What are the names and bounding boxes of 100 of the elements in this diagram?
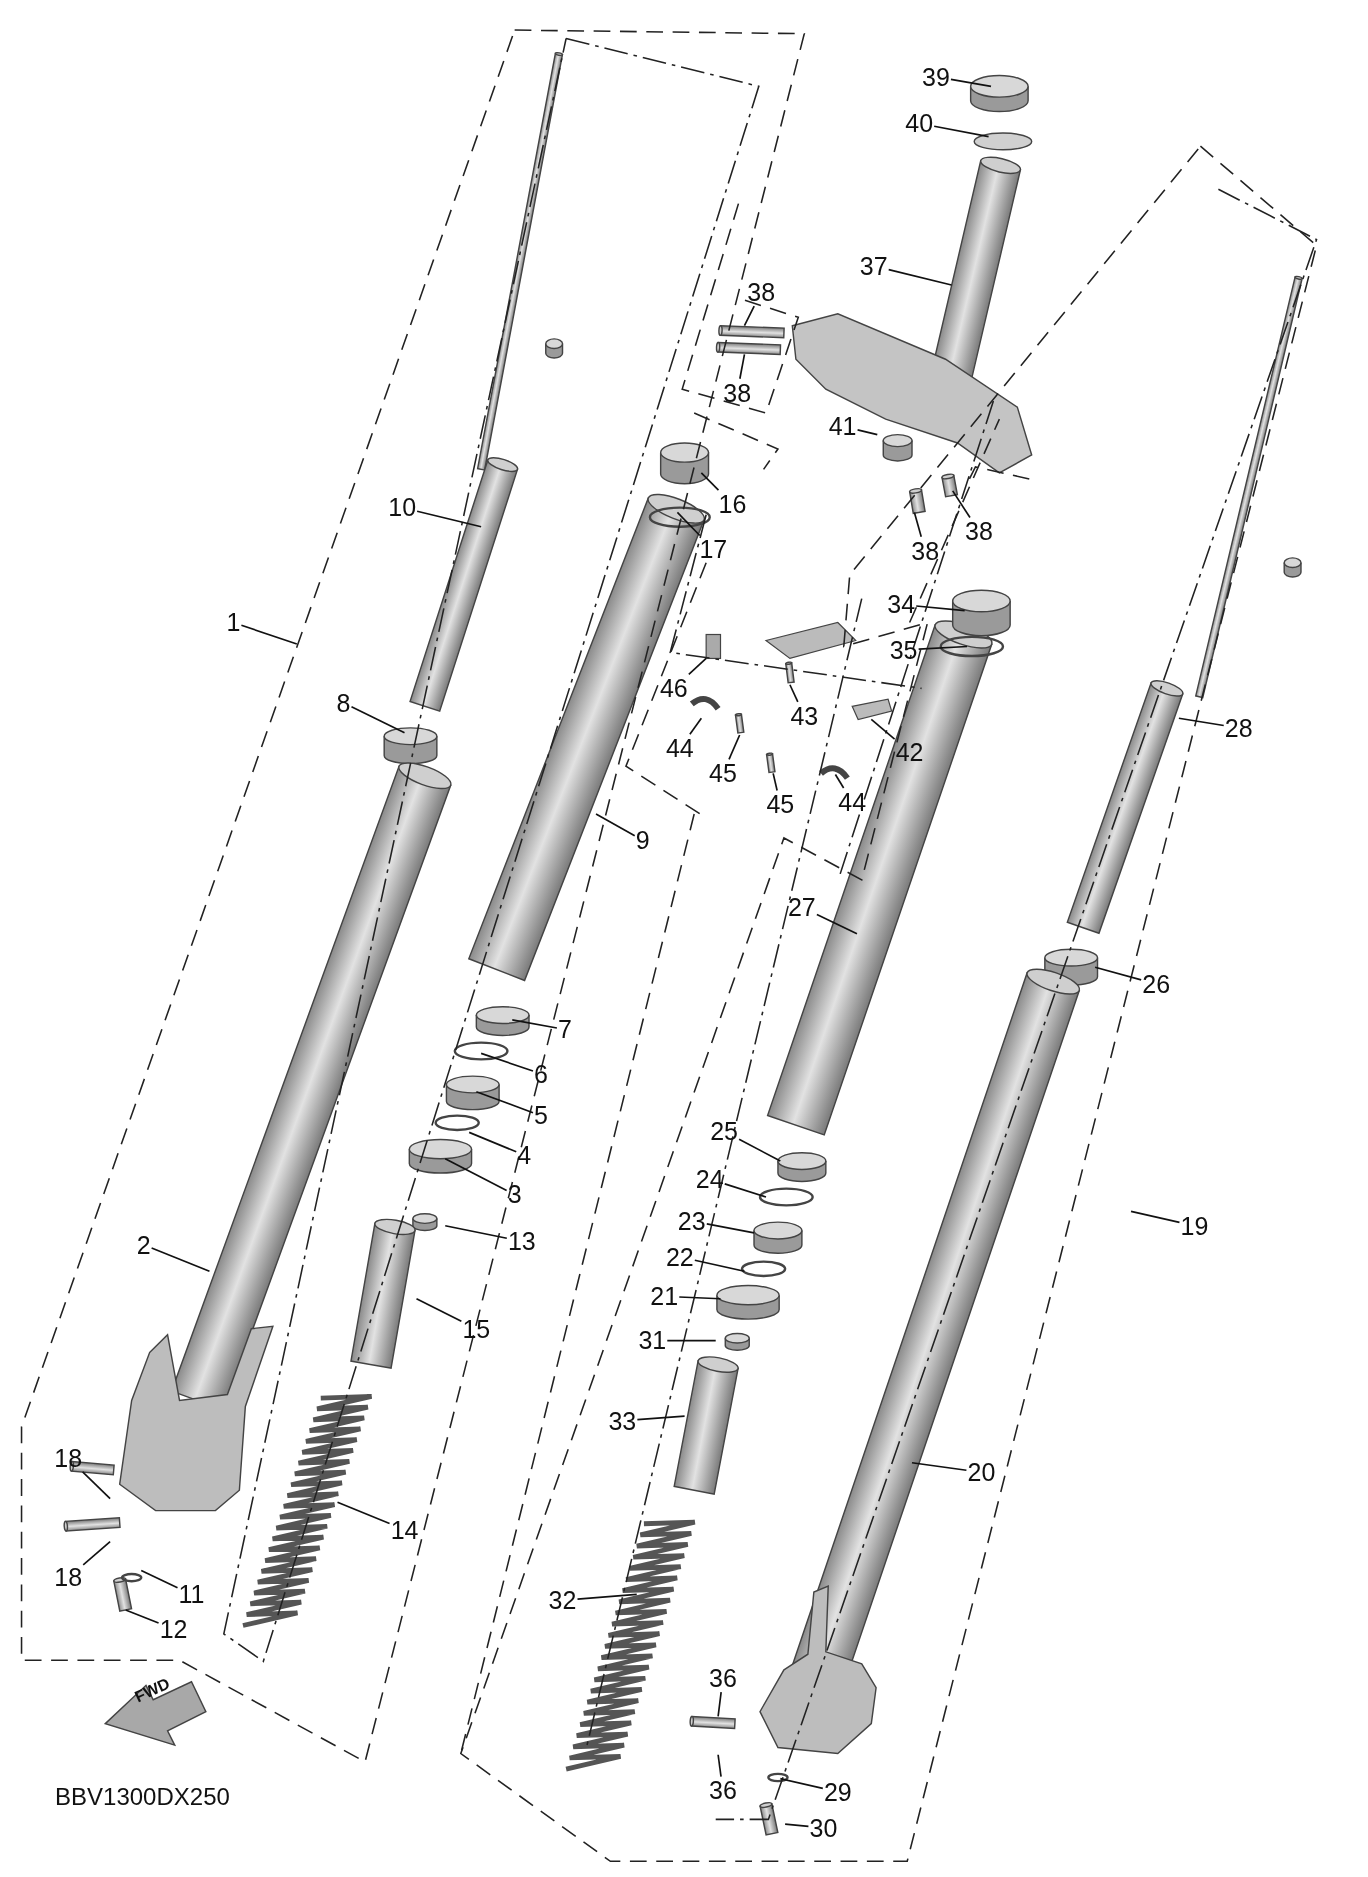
- leader-line: [739, 353, 746, 380]
- leader-line: [468, 1131, 518, 1153]
- leader-line: [816, 913, 858, 935]
- leader-line: [717, 1691, 722, 1718]
- callout-number: 13: [506, 1227, 537, 1256]
- callout-number: 38: [722, 378, 753, 407]
- leader-line: [917, 645, 968, 651]
- leader-line: [636, 1415, 686, 1421]
- callout-number: 31: [637, 1326, 668, 1355]
- leader-line: [743, 305, 756, 327]
- leader-line: [772, 772, 778, 792]
- callout-number: 6: [532, 1059, 549, 1088]
- callout-number: 34: [886, 590, 917, 619]
- callout-number: 36: [707, 1663, 738, 1692]
- leader-line: [576, 1593, 638, 1600]
- callout-number: 22: [664, 1242, 695, 1271]
- callout-number: 37: [858, 251, 889, 280]
- leader-line: [705, 1223, 755, 1234]
- leader-line: [1130, 1210, 1181, 1224]
- callout-number: 12: [158, 1614, 189, 1643]
- leader-line: [140, 1569, 179, 1589]
- callout-number: 9: [634, 826, 651, 855]
- callout-number: 14: [389, 1515, 420, 1544]
- callout-number: 38: [746, 278, 777, 307]
- leader-line: [676, 511, 701, 537]
- callout-number: 24: [694, 1164, 725, 1193]
- leader-line: [738, 1138, 782, 1162]
- callout-number: 19: [1179, 1211, 1210, 1240]
- callout-number: 18: [53, 1443, 84, 1472]
- leader-line: [475, 1090, 534, 1114]
- callout-number: 21: [649, 1282, 680, 1311]
- callout-number: 46: [658, 674, 689, 703]
- callout-number: 15: [461, 1314, 492, 1343]
- leader-line: [717, 1753, 722, 1778]
- arrow-label: FWD: [131, 1674, 173, 1707]
- leader-line: [723, 1183, 767, 1198]
- leader-line: [856, 429, 879, 436]
- leader-line: [789, 683, 799, 703]
- leader-line: [728, 734, 741, 761]
- callout-number: 45: [707, 759, 738, 788]
- callout-number: 39: [920, 62, 951, 91]
- callout-number: 25: [709, 1117, 740, 1145]
- callout-number: 7: [556, 1015, 573, 1044]
- callout-number: 5: [532, 1101, 549, 1130]
- leader-line: [689, 717, 703, 736]
- leader-line: [666, 1339, 717, 1342]
- leader-line: [951, 490, 971, 519]
- callout-number: 30: [808, 1813, 839, 1842]
- leader-line: [415, 1297, 463, 1322]
- leader-line: [124, 1609, 160, 1624]
- callout-number: 35: [888, 635, 919, 664]
- leader-line: [444, 1224, 508, 1240]
- leader-line: [595, 813, 636, 837]
- leader-line: [915, 605, 966, 612]
- leader-line: [784, 1823, 810, 1828]
- drawing-code: BBV1300DX250: [55, 1783, 230, 1812]
- leader-line: [81, 1471, 111, 1500]
- callout-number: 26: [1141, 969, 1172, 998]
- callout-number: 40: [904, 109, 935, 138]
- callout-number: 4: [516, 1140, 533, 1169]
- callout-number: 32: [547, 1586, 578, 1615]
- leader-line: [688, 657, 707, 676]
- leader-line: [678, 1296, 722, 1300]
- callout-number: 38: [964, 517, 994, 546]
- leader-line: [911, 1461, 968, 1472]
- leader-line: [511, 1019, 558, 1029]
- callout-number: 23: [676, 1206, 707, 1235]
- leader-line: [444, 1157, 508, 1192]
- leader-line: [933, 125, 990, 138]
- leader-line: [834, 773, 845, 789]
- callout-number: 33: [607, 1406, 638, 1435]
- callout-number: 3: [506, 1180, 523, 1209]
- leader-line: [700, 472, 720, 491]
- callout-number: 45: [765, 790, 796, 819]
- leader-line: [913, 511, 923, 538]
- leader-line: [240, 624, 298, 645]
- callout-number: 8: [335, 688, 352, 717]
- callout-number: 28: [1223, 713, 1254, 742]
- leader-line: [82, 1540, 111, 1566]
- callout-number: 20: [966, 1458, 997, 1487]
- leader-line: [950, 78, 992, 88]
- callout-number: 44: [837, 787, 868, 816]
- callout-number: 1: [225, 608, 242, 637]
- leader-line: [887, 268, 953, 286]
- leader-line: [336, 1501, 391, 1525]
- callout-number: 11: [177, 1580, 206, 1609]
- callout-number: 29: [822, 1777, 853, 1806]
- callout-number: 42: [894, 737, 925, 766]
- callout-number: 18: [53, 1563, 84, 1592]
- leader-line: [416, 510, 482, 528]
- callout-number: 10: [387, 493, 418, 522]
- callout-number: 16: [717, 489, 748, 518]
- leader-line: [1178, 717, 1225, 727]
- callout-number: 17: [698, 535, 729, 564]
- leader-line: [779, 1777, 824, 1790]
- leader-line: [870, 718, 896, 740]
- callout-number: 2: [135, 1230, 152, 1259]
- leader-line: [693, 1259, 746, 1273]
- callout-number: 27: [786, 893, 817, 922]
- callout-number: 44: [664, 734, 695, 763]
